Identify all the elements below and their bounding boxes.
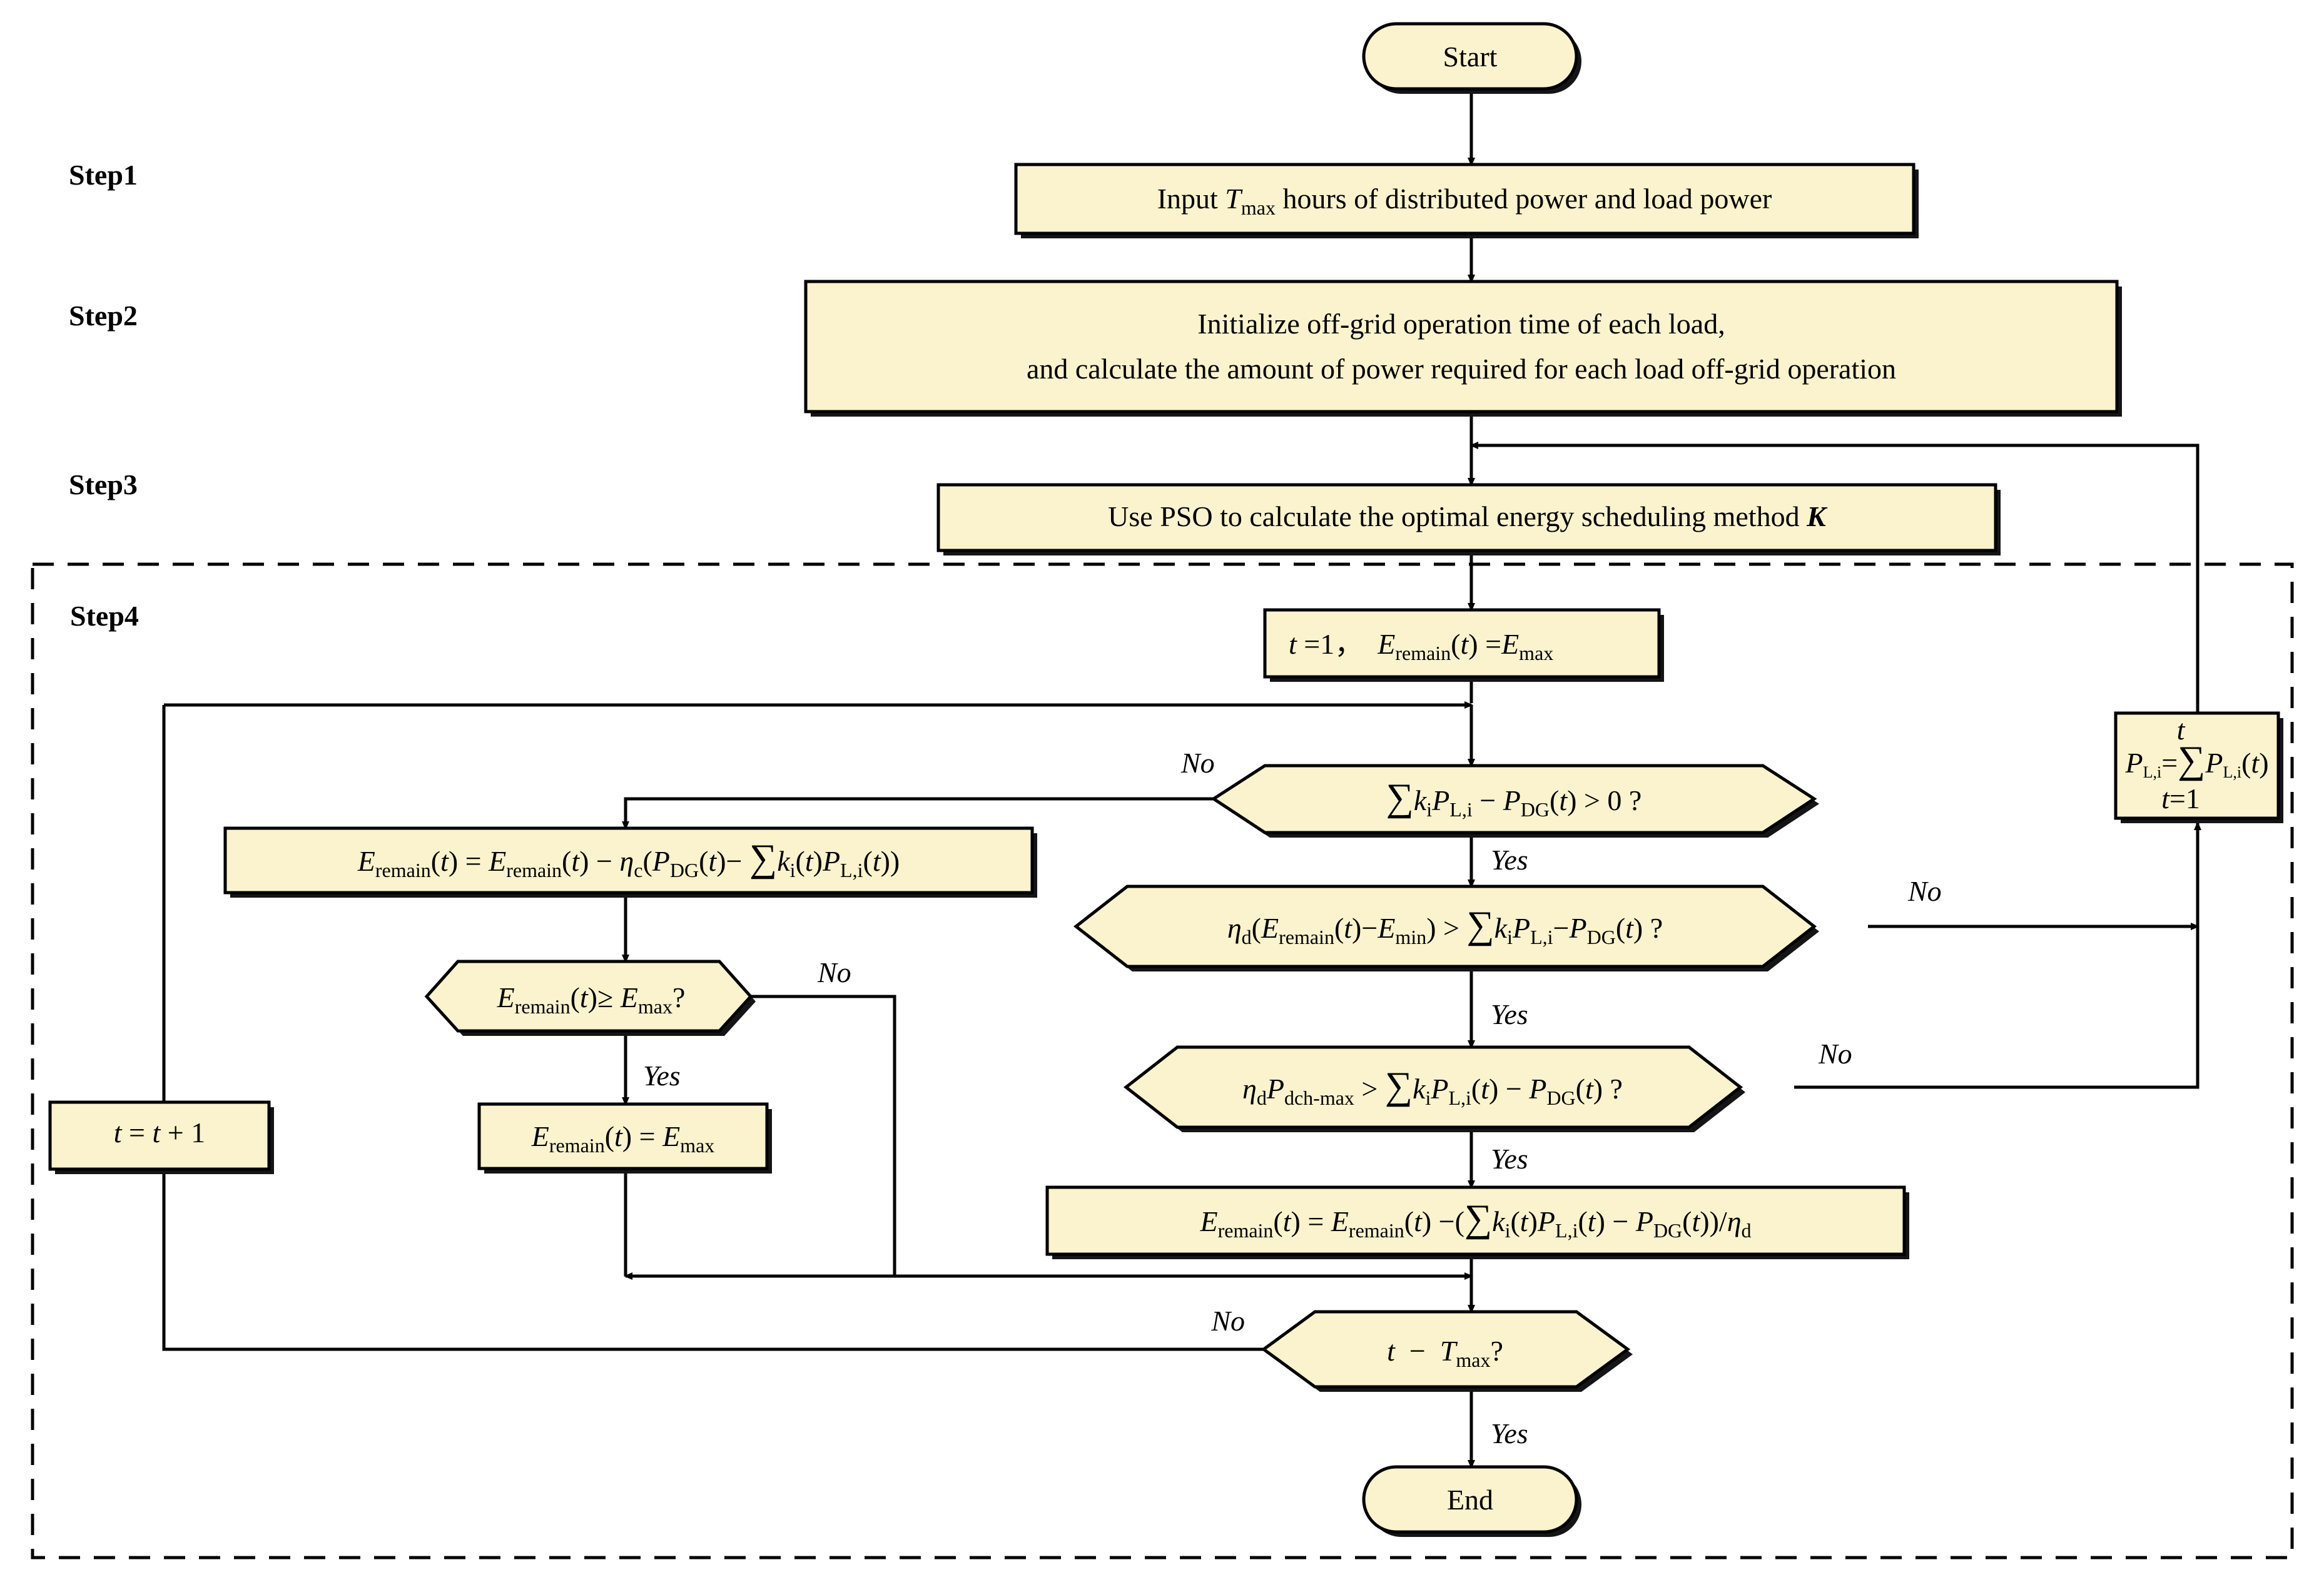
node-end-label: End [1447,1484,1493,1516]
node-decision-2: ηd(Eremain(t)−Emin) > ∑kiPL,i−PDG(t) ? [1073,885,1819,971]
flow-connectors [160,89,2201,1469]
node-discharge-box: Eremain(t) = Eremain(t) −(∑ki(t)PL,i(t) … [1045,1185,1909,1259]
node-charge-box-label: Eremain(t) = Eremain(t) − ηc(PDG(t)− ∑ki… [357,837,900,881]
node-decision-1: ∑kiPL,i − PDG(t) > 0 ? [1210,764,1819,838]
branch-label-dec1-yes: Yes [1491,844,1528,876]
step-label-1: Step1 [69,159,138,191]
node-increment-box: t = t + 1 [48,1100,274,1174]
node-decision-4-label: Eremain(t)≥ Emax? [497,981,686,1018]
node-clamp-box-label: Eremain(t) = Emax [531,1120,715,1157]
node-pso-box: Use PSO to calculate the optimal energy … [936,483,2001,555]
step-label-3: Step3 [69,469,138,500]
node-init-box-line1: Initialize off-grid operation time of ea… [1197,308,1725,340]
step-label-4: Step4 [70,600,139,632]
node-input-box: Input Tmax hours of distributed power an… [1014,163,1919,238]
node-decision-2-label: ηd(Eremain(t)−Emin) > ∑kiPL,i−PDG(t) ? [1227,904,1663,948]
node-accum-box: PL,i=∑PL,i(t) t t=1 [2114,711,2283,823]
node-pso-box-label: Use PSO to calculate the optimal energy … [1108,500,1828,532]
node-init-box: Initialize off-grid operation time of ea… [804,280,2122,417]
node-discharge-box-label: Eremain(t) = Eremain(t) −(∑ki(t)PL,i(t) … [1199,1197,1751,1242]
node-increment-box-label: t = t + 1 [114,1117,205,1148]
node-charge-box: Eremain(t) = Eremain(t) − ηc(PDG(t)− ∑ki… [223,826,1037,898]
node-decision-5-label: t − Tmax? [1387,1335,1503,1371]
node-accum-box-lower-limit: t=1 [2161,783,2200,814]
node-accum-box-upper-limit: t [2177,714,2186,746]
node-init-t-label: t =1， Eremain(t) =Emax [1289,628,1553,664]
branch-label-dec2-no: No [1907,875,1942,907]
branch-label-dec4-yes: Yes [643,1060,681,1092]
node-input-box-label: Input Tmax hours of distributed power an… [1157,183,1772,219]
node-accum-box-label: PL,i=∑PL,i(t) [2124,739,2268,781]
branch-label-dec1-no: No [1180,747,1215,779]
node-start-label: Start [1443,41,1498,73]
node-decision-5: t − Tmax? [1261,1310,1633,1392]
branch-label-dec4-no: No [817,956,851,988]
node-decision-3-label: ηdPdch-max > ∑kiPL,i(t) − PDG(t) ? [1242,1065,1623,1109]
branch-label-dec3-yes: Yes [1491,1143,1528,1175]
node-end: End [1362,1465,1581,1537]
branch-label-dec5-no: No [1210,1305,1245,1337]
node-decision-4: Eremain(t)≥ Emax? [424,960,756,1036]
node-start: Start [1362,22,1581,94]
step-label-2: Step2 [69,300,138,332]
node-init-box-line2: and calculate the amount of power requir… [1027,353,1896,385]
branch-label-dec2-yes: Yes [1491,998,1528,1030]
node-decision-1-label: ∑kiPL,i − PDG(t) > 0 ? [1386,776,1642,821]
node-init-t-box: t =1， Eremain(t) =Emax [1263,608,1664,682]
node-clamp-box: Eremain(t) = Emax [477,1102,772,1174]
branch-label-dec3-no: No [1818,1038,1852,1070]
branch-label-dec5-yes: Yes [1491,1417,1528,1449]
step4-dashed-region [31,562,2294,1559]
node-decision-3: ηdPdch-max > ∑kiPL,i(t) − PDG(t) ? [1123,1045,1745,1132]
